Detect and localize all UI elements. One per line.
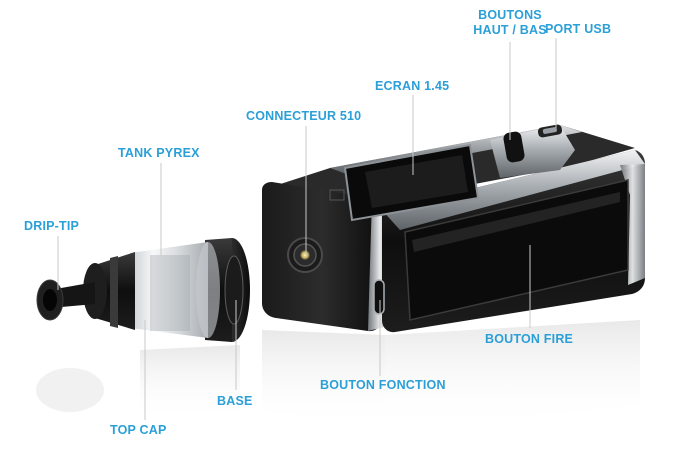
- label-boutons-line1: BOUTONS: [450, 8, 570, 23]
- box-mod: [262, 124, 645, 332]
- label-connecteur-510: CONNECTEUR 510: [246, 109, 361, 124]
- label-bouton-fonction: BOUTON FONCTION: [320, 378, 446, 393]
- label-drip-tip: DRIP-TIP: [24, 219, 79, 234]
- label-ecran: ECRAN 1.45: [375, 79, 449, 94]
- label-base: BASE: [217, 394, 253, 409]
- label-tank-pyrex: TANK PYREX: [118, 146, 200, 161]
- label-bouton-fire: BOUTON FIRE: [485, 332, 573, 347]
- label-top-cap: TOP CAP: [110, 423, 167, 438]
- label-port-usb: PORT USB: [545, 22, 611, 37]
- atomizer: [37, 238, 250, 342]
